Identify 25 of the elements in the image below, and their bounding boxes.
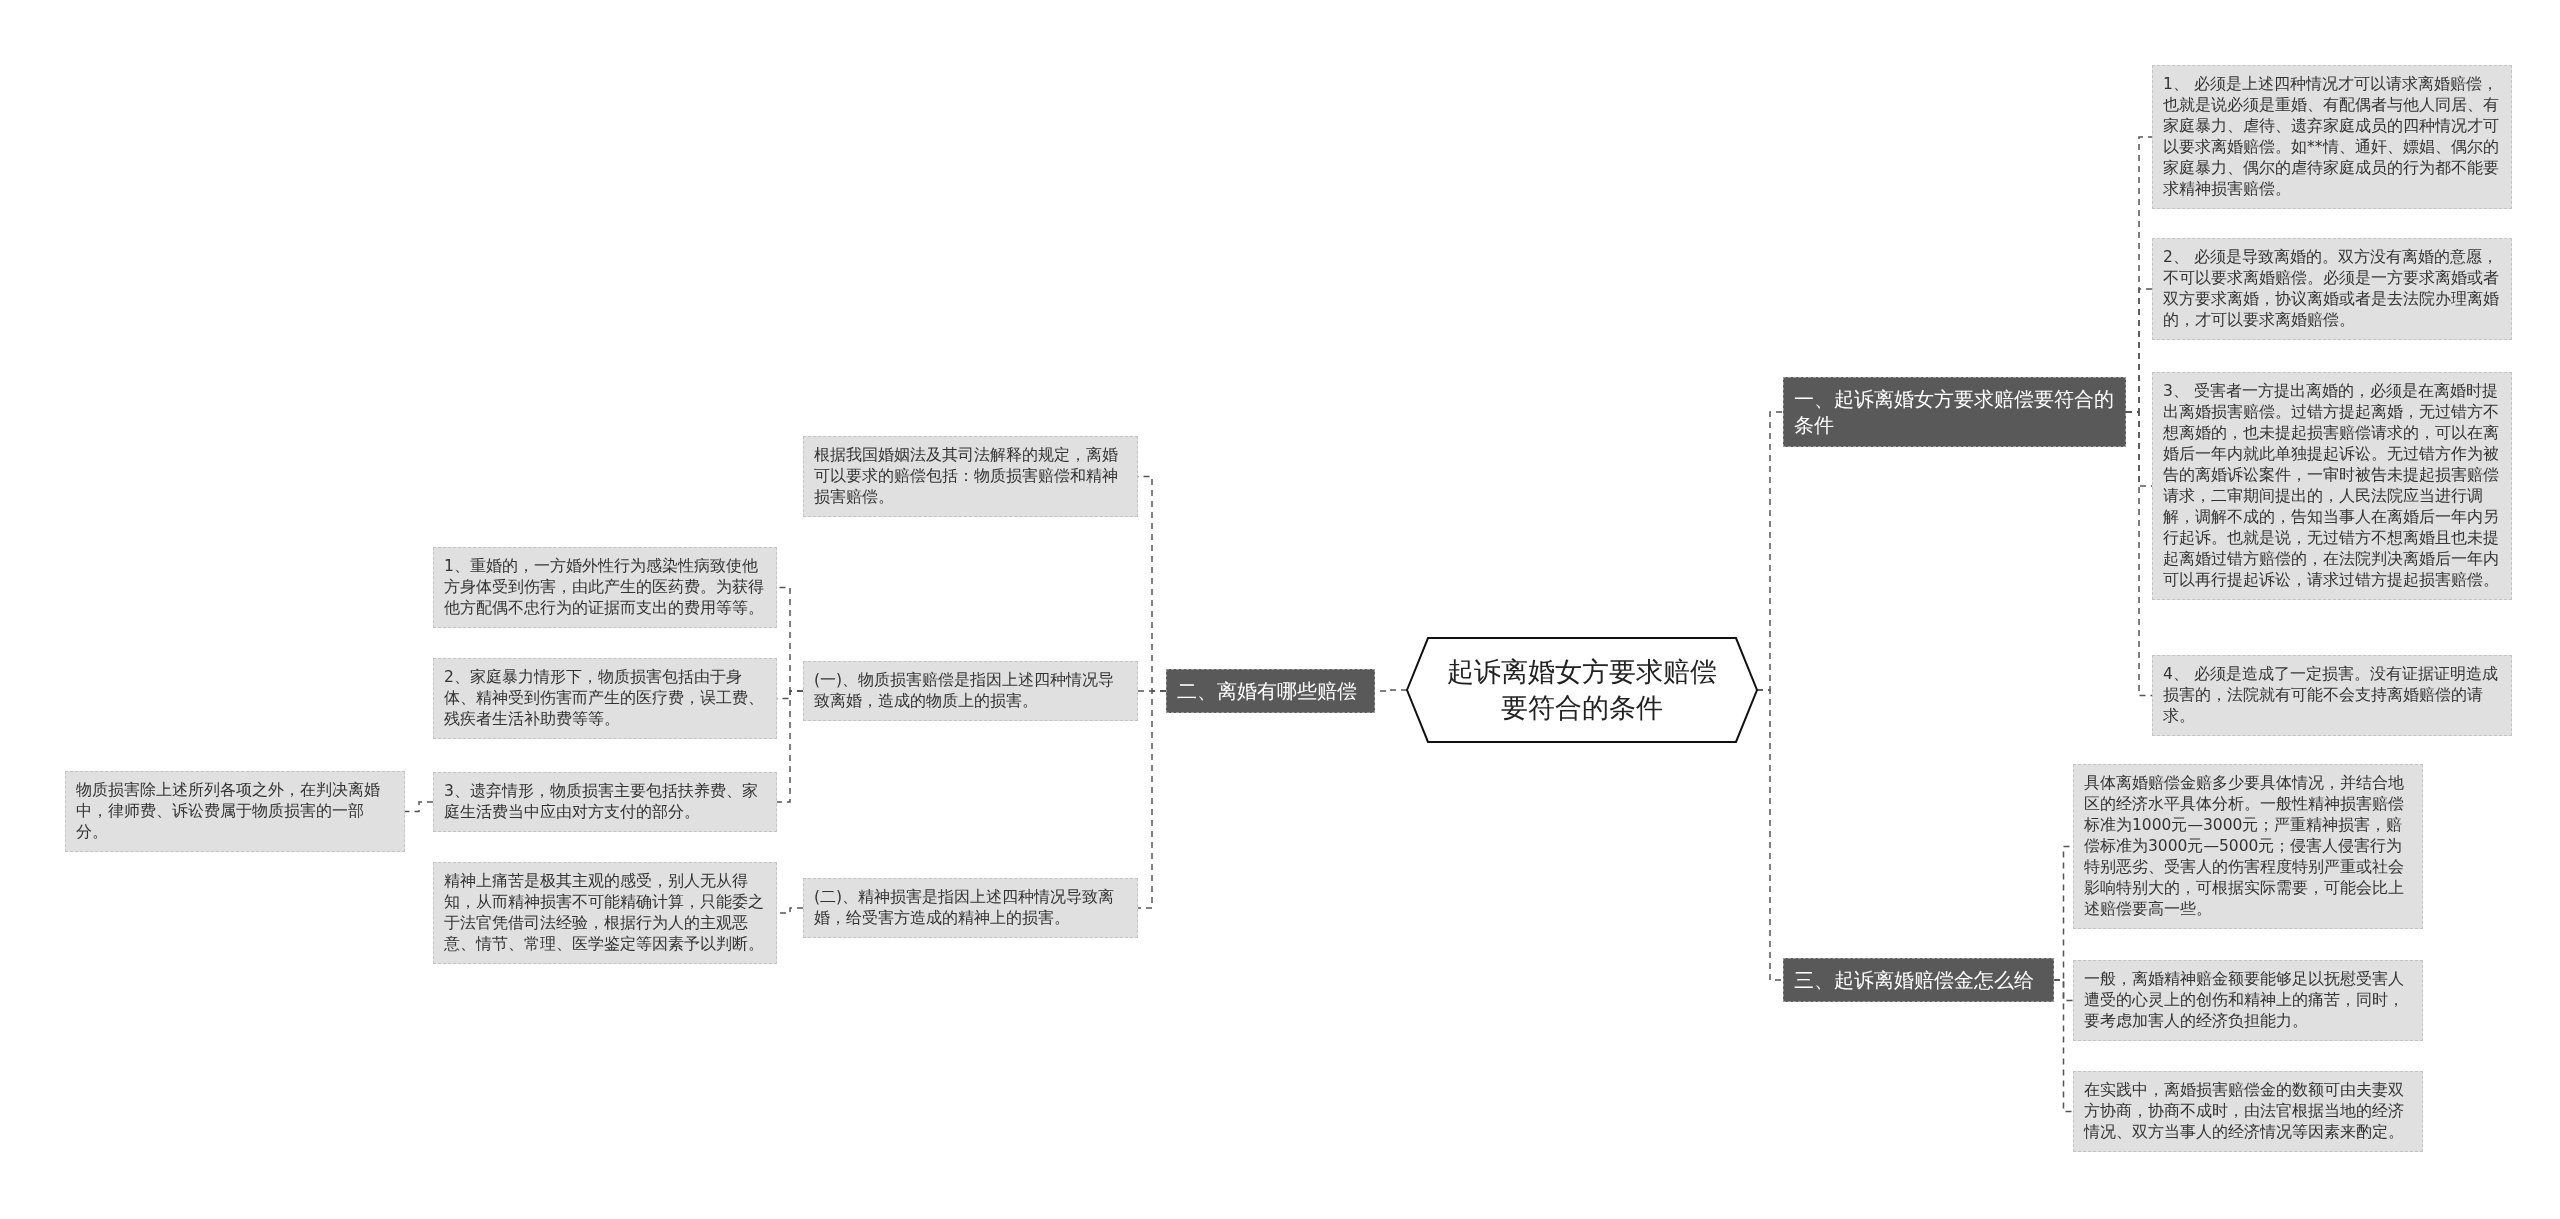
note-card: (二)、精神损害是指因上述四种情况导致离婚，给受害方造成的精神上的损害。 (803, 878, 1138, 938)
note-card: 在实践中，离婚损害赔偿金的数额可由夫妻双方协商，协商不成时，由法官根据当地的经济情况、双方当事人的经济情况等因素来酌定。 (2073, 1071, 2423, 1152)
connector-line (404, 801, 434, 813)
note-card: 精神上痛苦是极其主观的感受，别人无从得知，从而精神损害不可能精确计算，只能委之于法官凭借司法经验，根据行为人的主观恶意、情节、常理、医学鉴定等因素予以判断。 (433, 862, 777, 964)
note-card: 2、家庭暴力情形下，物质损害包括由于身体、精神受到伤害而产生的医疗费，误工费、残疾者生活补助费等等。 (433, 658, 777, 739)
note-card: 3、遗弃情形，物质损害主要包括扶养费、家庭生活费当中应由对方支付的部分。 (433, 772, 777, 832)
note-card: 1、 必须是上述四种情况才可以请求离婚赔偿，也就是说必须是重婚、有配偶者与他人同居、有家庭暴力、虐待、遗弃家庭成员的四种情况才可以要求离婚赔偿。如**情、通奸、嫖娼、偶尔的家庭暴力、偶尔的虐待家庭成员的行为都不能要求精神损害赔偿。 (2152, 65, 2512, 209)
note-card: 具体离婚赔偿金赔多少要具体情况，并结合地区的经济水平具体分析。一般性精神损害赔偿标准为1000元—3000元；严重精神损害，赔偿标准为3000元—5000元；侵害人侵害行为特别恶劣、受害人的伤害程度特别严重或社会影响特别大的，可根据实际需要，可能会比上述赔偿要高一些。 (2073, 764, 2423, 929)
note-card: 物质损害除上述所列各项之外，在判决离婚中，律师费、诉讼费属于物质损害的一部分。 (65, 771, 405, 852)
note-card: 一般，离婚精神赔金额要能够足以抚慰受害人遭受的心灵上的创伤和精神上的痛苦，同时，要考虑加害人的经济负担能力。 (2073, 960, 2423, 1041)
connector-line (776, 690, 804, 803)
note-card: 4、 必须是造成了一定损害。没有证据证明造成损害的，法院就有可能不会支持离婚赔偿的请求。 (2152, 655, 2512, 736)
topic-hexagon: 起诉离婚女方要求赔偿要符合的条件 (1407, 637, 1757, 743)
branch-topic: 三、起诉离婚赔偿金怎么给 (1783, 958, 2054, 1002)
branch-topic: 一、起诉离婚女方要求赔偿要符合的条件 (1783, 377, 2126, 447)
connector-line (1756, 689, 1784, 981)
branch-topic: 二、离婚有哪些赔偿 (1166, 669, 1375, 713)
note-card: 根据我国婚姻法及其司法解释的规定，离婚可以要求的赔偿包括：物质损害赔偿和精神损害赔偿。 (803, 436, 1138, 517)
note-card: (一)、物质损害赔偿是指因上述四种情况导致离婚，造成的物质上的损害。 (803, 661, 1138, 721)
connector-line (2053, 979, 2074, 1113)
connector-line (1137, 690, 1167, 909)
note-card: 3、 受害者一方提出离婚的，必须是在离婚时提出离婚损害赔偿。过错方提起离婚，无过错方不想离婚的，也未提起损害赔偿请求的，可以在离婚后一年内就此单独提起诉讼。无过错方作为被告的离婚诉讼案件，一审时被告未提起损害赔偿请求，二审期间提出的，人民法院应当进行调解，调解不成的，告知当事人在离婚后一年内另行起诉。也就是说，无过错方不想离婚且也未提起离婚过错方赔偿的，在法院判决离婚后一年内可以再行提起诉讼，请求过错方提起损害赔偿。 (2152, 372, 2512, 600)
connector-line (2125, 411, 2153, 697)
note-card: 2、 必须是导致离婚的。双方没有离婚的意愿，不可以要求离婚赔偿。必须是一方要求离婚或者双方要求离婚，协议离婚或者是去法院办理离婚的，才可以要求离婚赔偿。 (2152, 238, 2512, 340)
note-card: 1、重婚的，一方婚外性行为感染性病致使他方身体受到伤害，由此产生的医药费。为获得他方配偶不忠行为的证据而支出的费用等等。 (433, 547, 777, 628)
